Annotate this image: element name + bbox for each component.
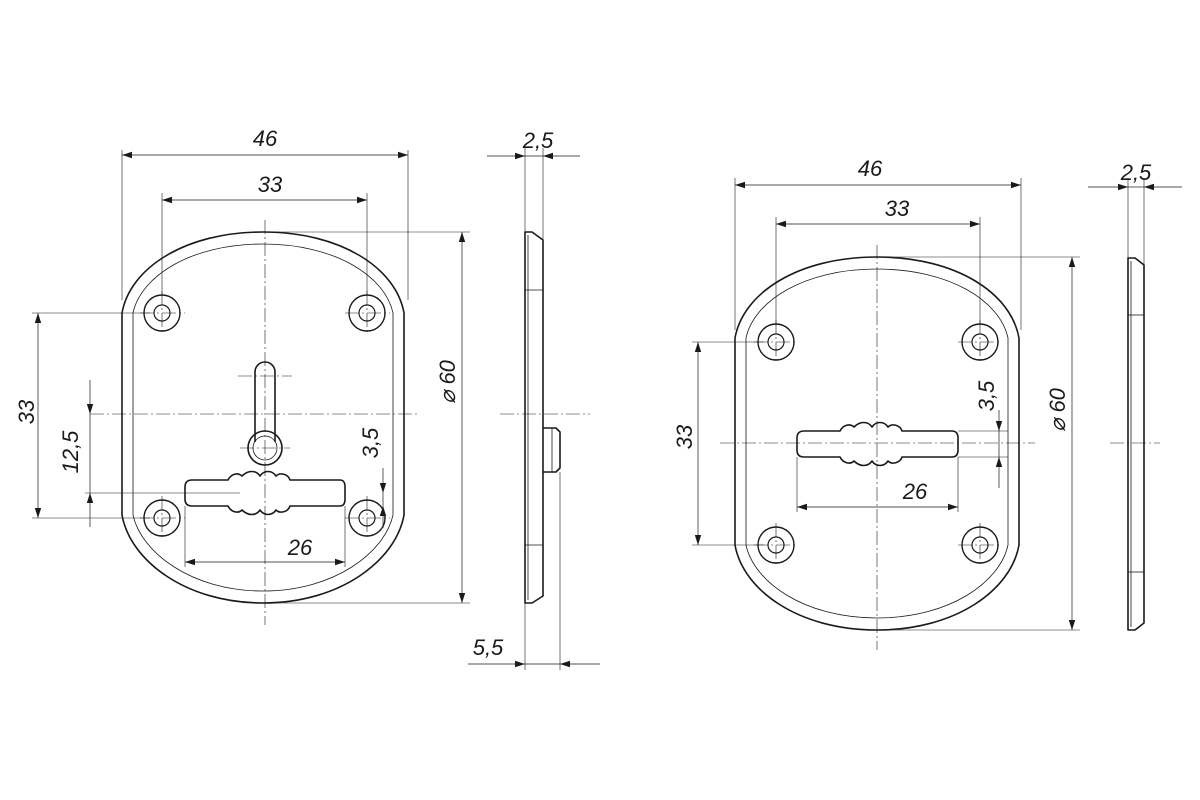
left-plate-outline <box>121 231 405 604</box>
left-dim-hole-spacing-horizontal: 33 <box>258 172 283 197</box>
right-dim-diameter: ⌀ 60 <box>1045 387 1070 432</box>
right-plate-chamfer <box>745 268 1009 619</box>
right-front-view: 46 33 ⌀ 60 33 3,5 26 <box>672 156 1080 650</box>
left-dim-keyhole-offset: 12,5 <box>58 430 83 474</box>
left-dim-slot-offset: 3,5 <box>358 427 383 458</box>
right-dim-thickness: 2,5 <box>1120 160 1152 185</box>
left-dim-boss-depth: 5,5 <box>473 635 504 660</box>
left-dim-overall-width: 46 <box>253 126 278 151</box>
left-dim-diameter: ⌀ 60 <box>435 359 460 404</box>
left-front-view: 46 33 ⌀ 60 33 12,5 3,5 26 <box>14 126 470 625</box>
left-side-boss <box>543 427 561 473</box>
left-side-view: 2,5 5,5 <box>468 128 600 670</box>
left-plate-chamfer <box>132 243 394 592</box>
left-dim-thickness: 2,5 <box>522 128 554 153</box>
left-key-slot <box>184 470 346 516</box>
right-side-plate <box>1127 257 1145 631</box>
left-dim-slot-length: 26 <box>287 535 313 560</box>
right-dim-slot-length: 26 <box>902 479 928 504</box>
right-dim-overall-width: 46 <box>858 156 883 181</box>
right-dim-slot-offset: 3,5 <box>974 380 999 411</box>
right-dim-hole-spacing-vertical: 33 <box>672 424 697 449</box>
right-plate-outline <box>734 256 1020 631</box>
left-dim-hole-spacing-vertical: 33 <box>14 399 39 424</box>
right-dim-hole-spacing-horizontal: 33 <box>885 196 910 221</box>
right-key-slot <box>796 421 959 467</box>
right-side-view: 2,5 <box>1088 160 1182 631</box>
